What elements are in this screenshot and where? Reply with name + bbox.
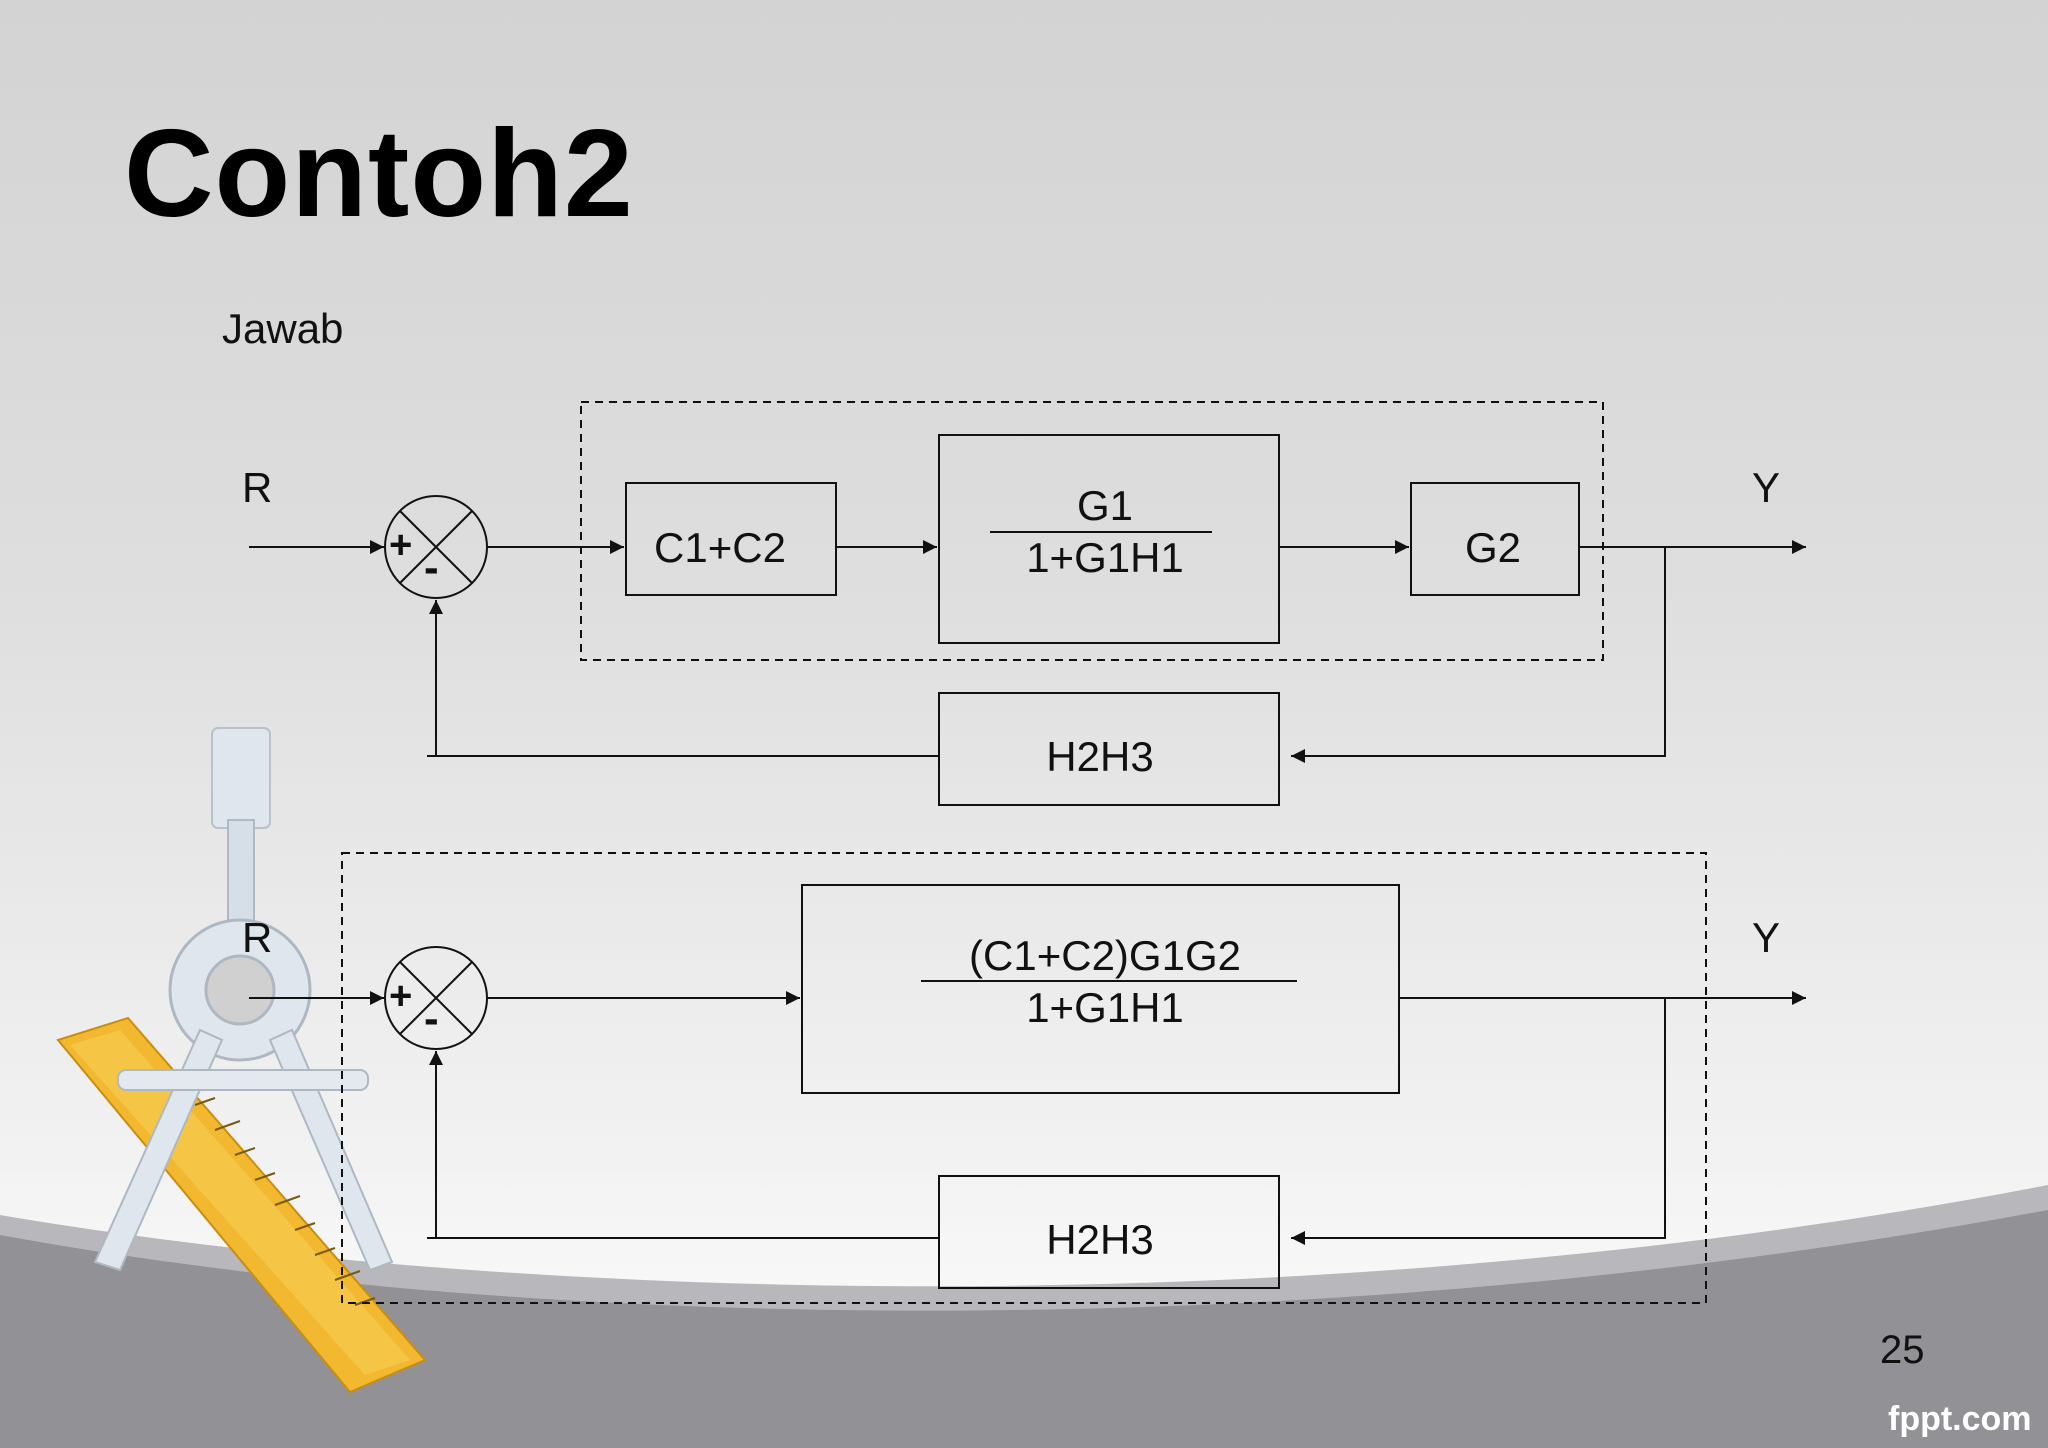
background-wave-dark <box>0 1210 2048 1448</box>
summing-junction: + - <box>384 495 488 599</box>
block-g1-numerator: G1 <box>1077 482 1133 529</box>
block-feedback-label: H2H3 <box>1046 1216 1153 1263</box>
input-label: R <box>242 464 272 511</box>
output-label: Y <box>1752 464 1780 511</box>
block-combined-numerator: (C1+C2)G1G2 <box>969 932 1241 979</box>
block-g1 <box>938 434 1280 644</box>
feedback-path-in <box>1291 547 1666 763</box>
input-label: R <box>242 914 272 961</box>
summing-junction: + - <box>384 946 488 1050</box>
block-g2-label: G2 <box>1465 524 1521 571</box>
block-combined-denominator: 1+G1H1 <box>1026 984 1184 1031</box>
slide-title: Contoh2 <box>124 105 634 243</box>
dashed-group-box <box>580 401 1604 661</box>
ruler-icon <box>56 1016 427 1394</box>
block-c1c2-label: C1+C2 <box>654 524 786 571</box>
block-c1c2 <box>625 482 837 596</box>
sum-minus-sign: - <box>424 543 439 592</box>
block-g1-denominator: 1+G1H1 <box>1026 534 1184 581</box>
sum-plus-sign: + <box>389 523 412 567</box>
diagram-1: R Y + - C1+C2 G1 1+G1H1 G2 <box>242 401 1806 806</box>
block-g2 <box>1410 482 1580 596</box>
block-combined <box>801 884 1400 1094</box>
output-label: Y <box>1752 914 1780 961</box>
block-feedback <box>938 692 1280 806</box>
compass-icon <box>93 727 394 1272</box>
sum-minus-sign: - <box>424 994 439 1043</box>
block-feedback-label: H2H3 <box>1046 733 1153 780</box>
block-feedback <box>938 1175 1280 1289</box>
page-number: 25 <box>1880 1328 1925 1372</box>
feedback-path-in <box>1291 998 1666 1245</box>
sum-plus-sign: + <box>389 974 412 1018</box>
dashed-group-box <box>341 852 1707 1304</box>
diagram-2: R Y + - (C1+C2)G1G2 1+G1H1 H2H3 <box>242 852 1806 1304</box>
brand-watermark: fppt.com <box>1888 1400 2032 1438</box>
slide-subtitle: Jawab <box>222 305 344 352</box>
